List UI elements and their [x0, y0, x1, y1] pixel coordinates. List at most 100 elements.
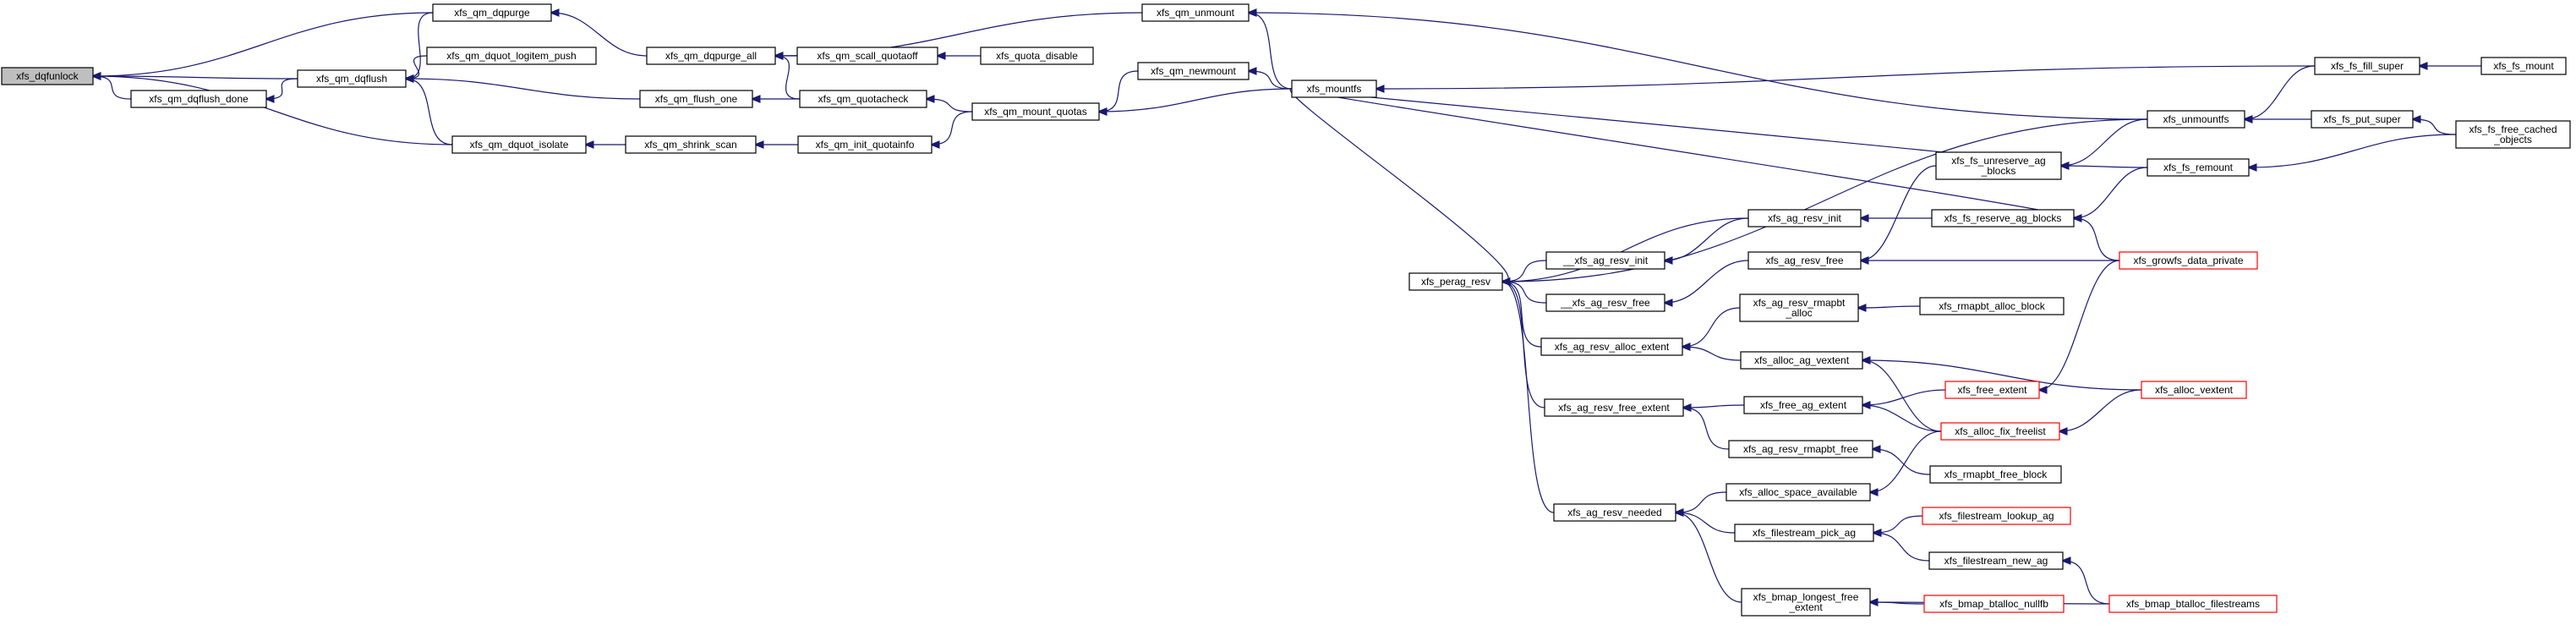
- node-box: [1726, 483, 1871, 502]
- node-xfs-qm-scall-quotaoff[interactable]: xfs_qm_scall_quotaoff: [796, 47, 938, 65]
- node-xfs-qm-quotacheck[interactable]: xfs_qm_quotacheck: [799, 90, 927, 108]
- edge-xfs-qm-dqpurge-to-xfs-dqfunlock: [93, 12, 434, 76]
- node-box: [2311, 110, 2414, 129]
- edge-xfs-fs-remount-to-xfs-fs-unreserve-ag-blocks: [2061, 166, 2148, 167]
- edge-xfs-ag-resv-free-to-xfs-perag-resv: [1502, 282, 1547, 304]
- node-label: xfs_rmapbt_free_block: [1944, 469, 2048, 480]
- node-box: [2119, 251, 2258, 270]
- node-xfs-ag-resv-init[interactable]: xfs_ag_resv_init: [1747, 209, 1862, 228]
- edge-xfs-free-ag-extent-to-xfs-ag-resv-free-extent: [1683, 405, 1745, 408]
- node-xfs-ag-resv-rmapbt-free[interactable]: xfs_ag_resv_rmapbt_free: [1728, 440, 1873, 458]
- node-box: [2314, 57, 2420, 75]
- node-box: [1919, 297, 2065, 315]
- node-xfs-alloc-fix-freelist[interactable]: xfs_alloc_fix_freelist: [1940, 422, 2060, 441]
- node-label: xfs_ag_resv_alloc_extent: [1555, 341, 1670, 353]
- node-xfs-unmountfs[interactable]: xfs_unmountfs: [2147, 110, 2245, 129]
- node-xfs-ag-resv-init[interactable]: __xfs_ag_resv_init: [1545, 251, 1665, 270]
- node-label: xfs_fs_fill_super: [2331, 60, 2404, 72]
- node-label: xfs_free_extent: [1957, 384, 2027, 396]
- node-xfs-bmap-btalloc-filestreams[interactable]: xfs_bmap_btalloc_filestreams: [2108, 595, 2278, 613]
- node-box: [1935, 151, 2062, 180]
- node-xfs-filestream-lookup-ag[interactable]: xfs_filestream_lookup_ag: [1922, 507, 2071, 525]
- edge-xfs-ag-resv-alloc-extent-to-xfs-perag-resv: [1502, 282, 1542, 348]
- node-xfs-qm-mount-quotas[interactable]: xfs_qm_mount_quotas: [971, 102, 1100, 121]
- node-box: [432, 3, 552, 22]
- edge-xfs-qm-quotacheck-to-xfs-qm-dqpurge-all: [775, 56, 801, 100]
- edge-xfs-fs-fill-super-to-xfs-mountfs: [1376, 65, 2316, 89]
- node-xfs-fs-free-cached-objects[interactable]: xfs_fs_free_cached_objects: [2455, 120, 2571, 149]
- node-box: [1944, 381, 2040, 399]
- node-xfs-qm-dqpurge[interactable]: xfs_qm_dqpurge: [432, 3, 552, 22]
- node-xfs-qm-flush-one[interactable]: xfs_qm_flush_one: [639, 90, 753, 108]
- node-xfs-rmapbt-alloc-block[interactable]: xfs_rmapbt_alloc_block: [1919, 297, 2065, 315]
- node-xfs-qm-init-quotainfo[interactable]: xfs_qm_init_quotainfo: [797, 135, 933, 154]
- node-box: [1741, 588, 1871, 617]
- node-xfs-qm-newmount[interactable]: xfs_qm_newmount: [1137, 62, 1250, 80]
- node-xfs-alloc-ag-vextent[interactable]: xfs_alloc_ag_vextent: [1740, 351, 1863, 370]
- node-xfs-ag-resv-needed[interactable]: xfs_ag_resv_needed: [1553, 503, 1676, 522]
- node-xfs-qm-dquot-logitem-push[interactable]: xfs_qm_dquot_logitem_push: [426, 47, 597, 65]
- node-label: xfs_mountfs: [1307, 83, 1362, 95]
- node-xfs-qm-dqflush[interactable]: xfs_qm_dqflush: [297, 69, 407, 88]
- edge-xfs-fs-remount-to-xfs-fs-reserve-ag-blocks: [2074, 167, 2148, 218]
- node-xfs-mountfs[interactable]: xfs_mountfs: [1291, 80, 1377, 98]
- edge-xfs-alloc-ag-vextent-to-xfs-ag-resv-alloc-extent: [1682, 347, 1742, 361]
- node-xfs-alloc-vextent[interactable]: xfs_alloc_vextent: [2141, 381, 2247, 399]
- node-xfs-ag-resv-rmapbt-alloc[interactable]: xfs_ag_resv_rmapbt_alloc: [1739, 293, 1859, 322]
- edge-xfs-qm-dqpurge-all-to-xfs-qm-dqpurge: [551, 13, 648, 57]
- node-xfs-qm-dqflush-done[interactable]: xfs_qm_dqflush_done: [130, 90, 267, 108]
- node-label: xfs_unmountfs: [2163, 113, 2229, 125]
- node-xfs-qm-dquot-isolate[interactable]: xfs_qm_dquot_isolate: [451, 135, 587, 154]
- node-label: xfs_dqfunlock: [16, 70, 79, 82]
- node-layer: xfs_dqfunlock xfs_qm_dqpurge xfs_qm_dqflus…: [1, 3, 2571, 617]
- node-label: xfs_alloc_space_available: [1739, 486, 1857, 498]
- node-xfs-fs-mount[interactable]: xfs_fs_mount: [2480, 57, 2567, 75]
- node-xfs-filestream-new-ag[interactable]: xfs_filestream_new_ag: [1928, 551, 2064, 570]
- edge-xfs-unmountfs-to-xfs-perag-resv: [1502, 118, 2148, 282]
- node-label: xfs_fs_free_cached: [2469, 123, 2557, 135]
- node-box: [1940, 422, 2060, 441]
- node-xfs-ag-resv-free-extent[interactable]: xfs_ag_resv_free_extent: [1544, 398, 1684, 417]
- node-xfs-free-ag-extent[interactable]: xfs_free_ag_extent: [1743, 396, 1863, 414]
- node-box: [971, 102, 1100, 121]
- node-xfs-free-extent[interactable]: xfs_free_extent: [1944, 381, 2040, 399]
- node-label: xfs_qm_newmount: [1151, 65, 1236, 77]
- edge-xfs-unmountfs-to-xfs-qm-unmount: [1249, 13, 2148, 120]
- node-xfs-qm-shrink-scan[interactable]: xfs_qm_shrink_scan: [625, 135, 757, 154]
- node-xfs-fs-reserve-ag-blocks[interactable]: xfs_fs_reserve_ag_blocks: [1931, 209, 2075, 228]
- node-xfs-fs-fill-super[interactable]: xfs_fs_fill_super: [2314, 57, 2420, 75]
- node-xfs-bmap-btalloc-nullfb[interactable]: xfs_bmap_btalloc_nullfb: [1923, 595, 2065, 613]
- node-label: _blocks: [1981, 165, 2016, 177]
- node-xfs-filestream-pick-ag[interactable]: xfs_filestream_pick_ag: [1734, 524, 1874, 542]
- node-xfs-qm-unmount[interactable]: xfs_qm_unmount: [1141, 3, 1250, 22]
- node-box: [1728, 440, 1873, 458]
- node-label: xfs_qm_dqpurge: [454, 7, 530, 19]
- node-xfs-ag-resv-free[interactable]: xfs_ag_resv_free: [1747, 251, 1862, 270]
- node-label: _alloc: [1785, 307, 1812, 319]
- node-label: xfs_qm_shrink_scan: [644, 139, 736, 151]
- node-label: _extent: [1788, 601, 1823, 613]
- node-xfs-ag-resv-alloc-extent[interactable]: xfs_ag_resv_alloc_extent: [1540, 337, 1683, 356]
- node-xfs-growfs-data-private[interactable]: xfs_growfs_data_private: [2119, 251, 2258, 270]
- node-xfs-rmapbt-free-block[interactable]: xfs_rmapbt_free_block: [1929, 465, 2062, 484]
- node-box: [980, 47, 1094, 65]
- edge-xfs-qm-flush-one-to-xfs-qm-dqflush: [406, 79, 641, 100]
- node-xfs-fs-unreserve-ag-blocks[interactable]: xfs_fs_unreserve_ag_blocks: [1935, 151, 2062, 180]
- node-xfs-qm-dqpurge-all[interactable]: xfs_qm_dqpurge_all: [646, 47, 776, 65]
- node-xfs-quota-disable[interactable]: xfs_quota_disable: [980, 47, 1094, 65]
- node-xfs-perag-resv[interactable]: xfs_perag_resv: [1408, 272, 1503, 291]
- node-xfs-bmap-longest-free-extent[interactable]: xfs_bmap_longest_free_extent: [1741, 588, 1871, 617]
- node-xfs-alloc-space-available[interactable]: xfs_alloc_space_available: [1726, 483, 1871, 502]
- node-xfs-ag-resv-free[interactable]: __xfs_ag_resv_free: [1545, 293, 1665, 312]
- node-box: [2455, 120, 2571, 149]
- edge-xfs-qm-dqpurge-to-xfs-qm-dqflush: [406, 12, 434, 79]
- node-label: xfs_growfs_data_private: [2133, 255, 2243, 266]
- node-label: xfs_fs_unreserve_ag: [1951, 155, 2045, 167]
- edge-xfs-mountfs-to-xfs-perag-resv: [1289, 88, 1508, 282]
- node-xfs-fs-remount[interactable]: xfs_fs_remount: [2147, 158, 2250, 177]
- node-xfs-dqfunlock[interactable]: xfs_dqfunlock: [1, 67, 94, 85]
- edge-xfs-qm-dquot-logitem-push-to-xfs-qm-dqflush: [406, 55, 428, 79]
- node-box: [1137, 62, 1250, 80]
- node-xfs-fs-put-super[interactable]: xfs_fs_put_super: [2311, 110, 2414, 129]
- node-box: [2147, 158, 2250, 177]
